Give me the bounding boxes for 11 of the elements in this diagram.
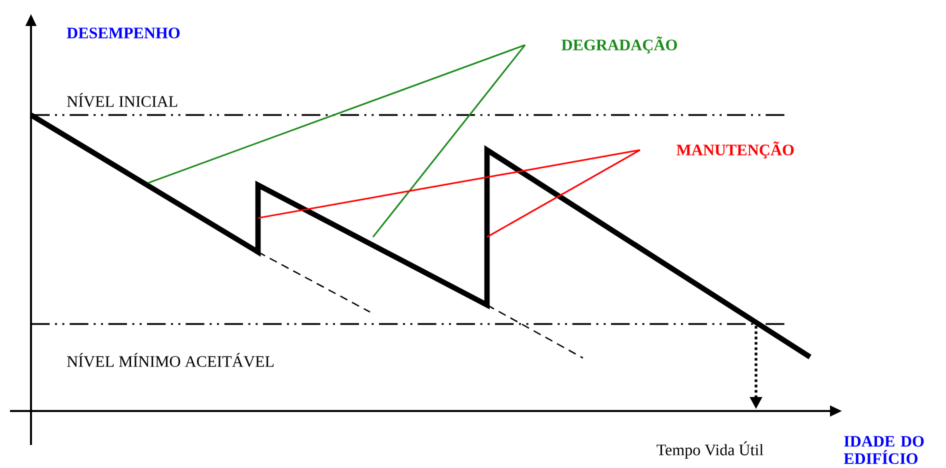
callout-label: DEGRADAÇÃO — [562, 36, 677, 54]
leader-line — [372, 44, 526, 238]
callout-label: MANUTENÇÃO — [676, 141, 794, 159]
axis-title: DESEMPENHO — [66, 28, 180, 38]
leader-line — [486, 149, 640, 238]
axis-title: IDADE DO EDIFÍCIO — [844, 436, 924, 464]
axis-label: Tempo Vida Útil — [656, 441, 764, 459]
level-label: NÍVEL INICIAL — [67, 93, 178, 107]
leader-line — [258, 149, 640, 219]
level-label: NÍVEL MÍNIMO ACEITÁVEL — [67, 353, 274, 367]
leader-line — [148, 44, 526, 184]
